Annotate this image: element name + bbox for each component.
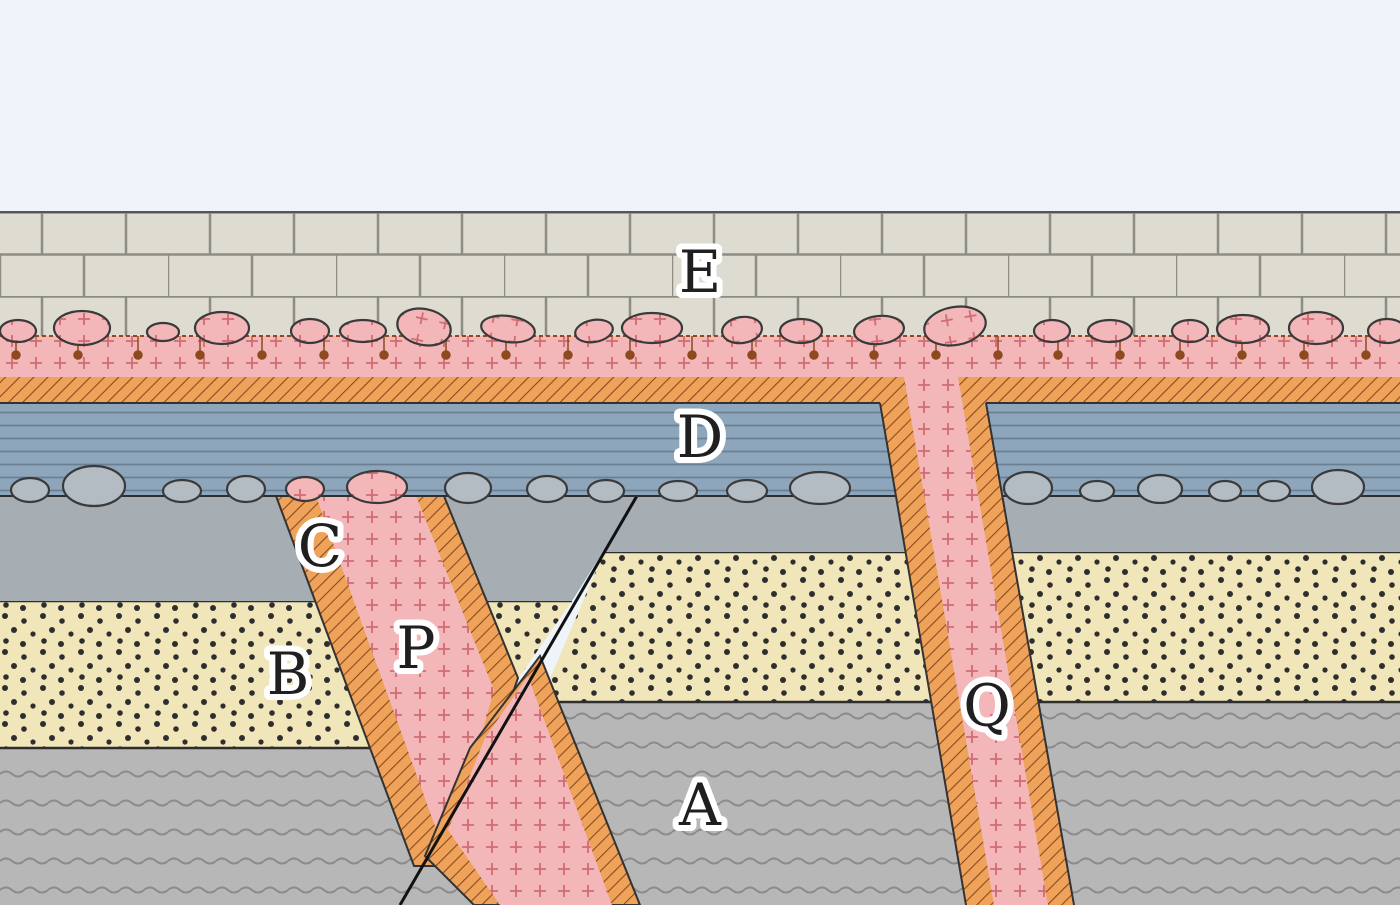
granite-clast xyxy=(1032,318,1072,344)
granite-clast xyxy=(396,307,452,347)
granite-clasts-in-conglomerate xyxy=(284,469,409,505)
pebble xyxy=(657,479,699,503)
granite-clast xyxy=(145,321,181,343)
granite-clast xyxy=(923,305,987,347)
dike-q xyxy=(879,377,1075,905)
fault-line xyxy=(398,493,640,905)
granite-clast xyxy=(480,314,536,344)
granite-clast xyxy=(193,310,251,346)
granite-clast xyxy=(1170,318,1210,344)
pebble xyxy=(9,476,51,504)
pebble xyxy=(1078,479,1116,503)
pebble xyxy=(61,464,127,508)
granite-clast xyxy=(1287,310,1345,346)
granite-clast xyxy=(620,311,684,345)
label-q: Q xyxy=(963,672,1011,740)
sill-aureole xyxy=(0,377,1400,403)
label-a: A xyxy=(678,771,722,839)
dike-p-core-upper xyxy=(316,496,494,840)
basal-granite-clasts xyxy=(0,305,1400,347)
granite-clast xyxy=(338,318,388,344)
pebble xyxy=(1310,468,1366,506)
pebble xyxy=(161,478,203,504)
label-p: P xyxy=(396,614,435,682)
pebble xyxy=(525,474,569,504)
pebble xyxy=(1002,470,1054,506)
label-d: D xyxy=(677,403,724,471)
weathering-pins xyxy=(11,336,1371,360)
pebble xyxy=(725,478,769,504)
granite-clast xyxy=(1366,317,1400,345)
dike-p-core-lower xyxy=(448,676,612,905)
dike-p xyxy=(274,495,642,905)
label-c: C xyxy=(298,512,342,580)
granite-clast xyxy=(0,318,38,344)
granite-clast xyxy=(778,317,824,345)
granite-clast xyxy=(852,314,906,346)
pebble xyxy=(788,470,852,506)
dike-q-outline xyxy=(879,402,1075,905)
granite-clast xyxy=(721,315,763,345)
basal-conglomerate xyxy=(9,464,1366,508)
pebble xyxy=(586,478,626,504)
pebble xyxy=(1136,473,1184,505)
granite-clast xyxy=(52,309,112,347)
sky xyxy=(0,0,1400,212)
pebble xyxy=(443,471,493,505)
pebble xyxy=(1256,479,1292,503)
label-b: B xyxy=(267,640,310,708)
granite-clast xyxy=(1215,313,1271,345)
granite-clast xyxy=(345,469,409,505)
granite-clast xyxy=(1086,318,1134,344)
granite-clast xyxy=(574,318,614,344)
pebble xyxy=(225,474,267,504)
pebble xyxy=(1207,479,1243,503)
label-e: E xyxy=(679,238,721,306)
granite-clast xyxy=(284,475,326,503)
layer-a-schist-right xyxy=(430,702,1400,905)
granite-clast xyxy=(289,317,331,345)
dike-q-core xyxy=(904,377,1048,905)
